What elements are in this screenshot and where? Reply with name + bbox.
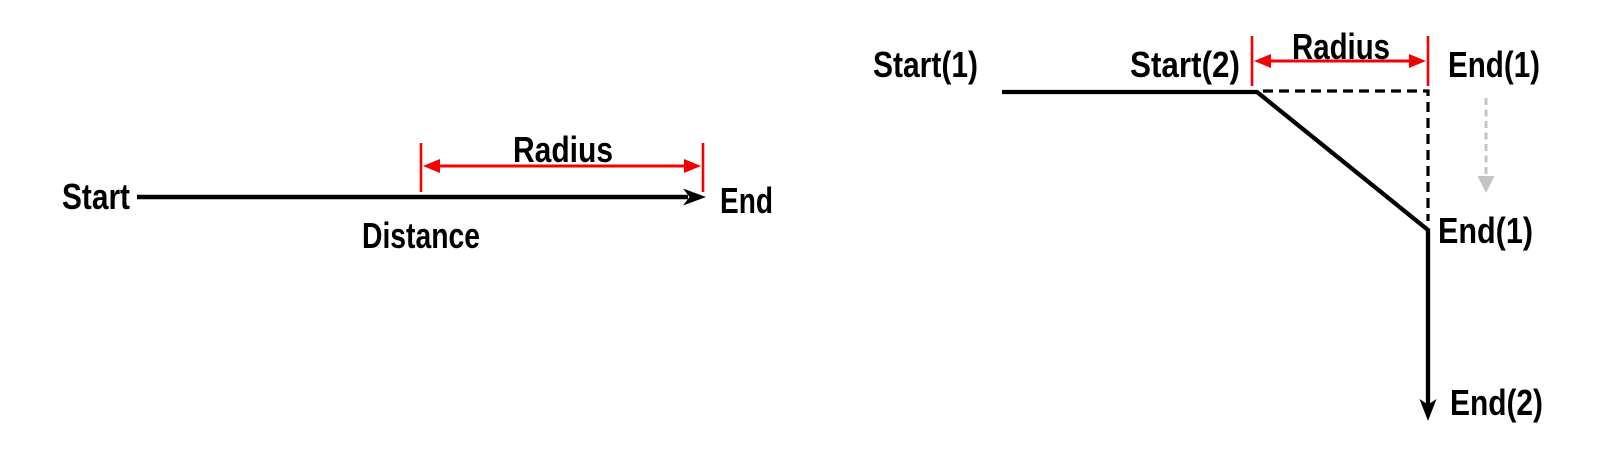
distance-arrowhead-icon <box>683 188 706 206</box>
radius-label: Radius <box>513 129 613 170</box>
distance-label: Distance <box>362 215 480 256</box>
sharp-corner-dashed-line <box>1263 89 1430 221</box>
radius-arrowhead-right-2-icon <box>1409 54 1426 68</box>
ghost-end1-arrowhead-icon <box>1477 176 1495 193</box>
start1-label: Start(1) <box>873 44 978 85</box>
end-label: End <box>720 180 773 221</box>
radius-arrowhead-left-2-icon <box>1254 54 1271 68</box>
radius-label-right: Radius <box>1292 26 1390 67</box>
tool-path-line <box>1002 89 1431 406</box>
start-label: Start <box>62 176 130 217</box>
start2-label: Start(2) <box>1130 44 1240 85</box>
end1-label: End(1) <box>1438 210 1533 251</box>
end2-label: End(2) <box>1450 382 1543 423</box>
right-diagram: Start(1) Start(2) Radius End(1) End(1) E… <box>873 26 1543 423</box>
left-diagram: Start End Radius Distance <box>62 129 773 256</box>
end2-arrowhead-icon <box>1419 399 1437 421</box>
radius-arrowhead-right-icon <box>684 159 701 173</box>
radius-arrowhead-left-icon <box>423 159 440 173</box>
end1-ghost-label: End(1) <box>1448 44 1540 85</box>
